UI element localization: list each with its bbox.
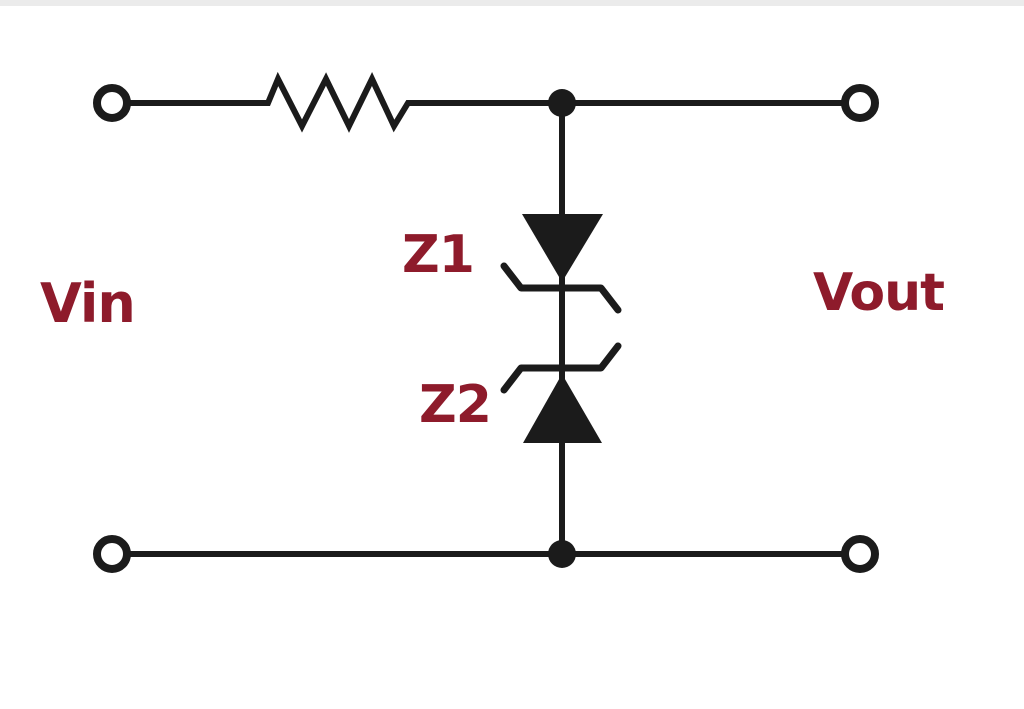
zener-z1-cathode-bar xyxy=(500,262,622,314)
zener-z2-triangle xyxy=(523,374,602,443)
zener-z1-triangle xyxy=(522,214,603,282)
vin-label: Vin xyxy=(40,272,135,335)
vout-label: Vout xyxy=(813,263,944,323)
junction-dot-top xyxy=(548,89,576,117)
top-border-band xyxy=(0,0,1024,6)
resistor-symbol xyxy=(109,71,863,133)
input-terminal-top xyxy=(93,84,131,122)
output-terminal-bottom xyxy=(841,535,879,573)
z2-label: Z2 xyxy=(419,375,491,435)
z1-label: Z1 xyxy=(402,225,474,285)
output-terminal-top xyxy=(841,84,879,122)
zener-z2-cathode-bar xyxy=(500,342,622,394)
junction-dot-bottom xyxy=(548,540,576,568)
input-terminal-bottom xyxy=(93,535,131,573)
